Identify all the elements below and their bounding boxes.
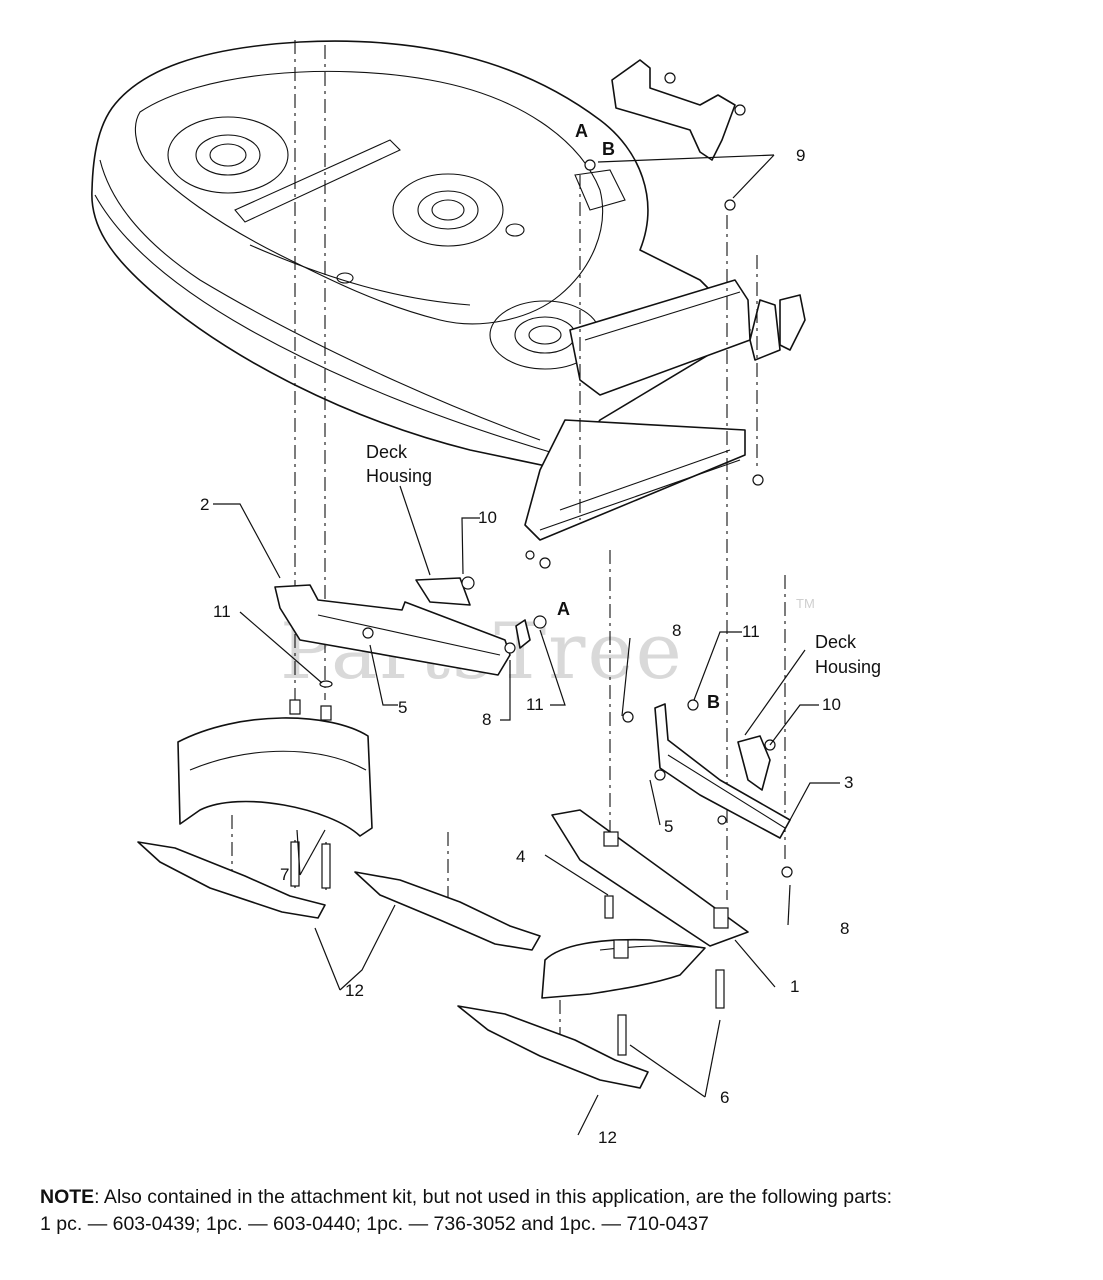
watermark-trademark: TM — [796, 596, 815, 611]
blades — [137, 841, 649, 1089]
callout-11-mid: 11 — [526, 695, 544, 714]
letter-b-top: B — [602, 139, 615, 159]
callout-8-mid: 8 — [672, 621, 681, 640]
letter-markers: A B A B — [557, 121, 720, 712]
note-text: NOTE: Also contained in the attachment k… — [40, 1184, 1080, 1238]
note-label: NOTE — [40, 1186, 95, 1208]
callout-10-left: 10 — [478, 508, 497, 527]
baffle-right — [541, 809, 749, 1056]
deck-housing-left-label-line1: Deck — [366, 442, 408, 462]
letter-a-top: A — [575, 121, 588, 141]
callout-12-bottom: 12 — [598, 1128, 617, 1147]
hanger-bracket — [611, 59, 746, 161]
letter-b-mid: B — [707, 692, 720, 712]
callout-7: 7 — [280, 865, 289, 884]
callouts: 1 2 3 4 5 5 6 7 8 8 8 9 10 10 11 11 11 1… — [200, 146, 853, 1147]
callout-9: 9 — [796, 146, 805, 165]
baffle-bracket-right — [525, 159, 793, 878]
parts-diagram: PartsTree TM — [91, 40, 881, 1147]
callout-8-left: 8 — [482, 710, 491, 729]
callout-5-left: 5 — [398, 698, 407, 717]
callout-5-right: 5 — [664, 817, 673, 836]
callout-11-right: 11 — [742, 622, 760, 641]
deck-housing-left-label-line2: Housing — [366, 466, 432, 486]
callout-2: 2 — [200, 495, 209, 514]
note-line-1: NOTE: Also contained in the attachment k… — [40, 1184, 1080, 1211]
deck-housing-labels: Deck Housing Deck Housing — [366, 442, 881, 677]
callout-6: 6 — [720, 1088, 729, 1107]
callout-8-right: 8 — [840, 919, 849, 938]
callout-4: 4 — [516, 847, 525, 866]
callout-11-left: 11 — [213, 602, 231, 621]
deck-housing-right-label-line1: Deck — [815, 632, 857, 652]
baffle-bracket-left — [274, 576, 547, 688]
note-body: : Also contained in the attachment kit, … — [94, 1186, 892, 1208]
baffle-left — [177, 699, 373, 890]
callout-12-left: 12 — [345, 981, 364, 1000]
callout-1: 1 — [790, 977, 799, 996]
deck-housing-right-label-line2: Housing — [815, 657, 881, 677]
callout-3: 3 — [844, 773, 853, 792]
leaders — [213, 154, 840, 1136]
letter-a-mid: A — [557, 599, 570, 619]
note-line-2: 1 pc. — 603-0439; 1pc. — 603-0440; 1pc. … — [40, 1213, 709, 1235]
callout-10-right: 10 — [822, 695, 841, 714]
